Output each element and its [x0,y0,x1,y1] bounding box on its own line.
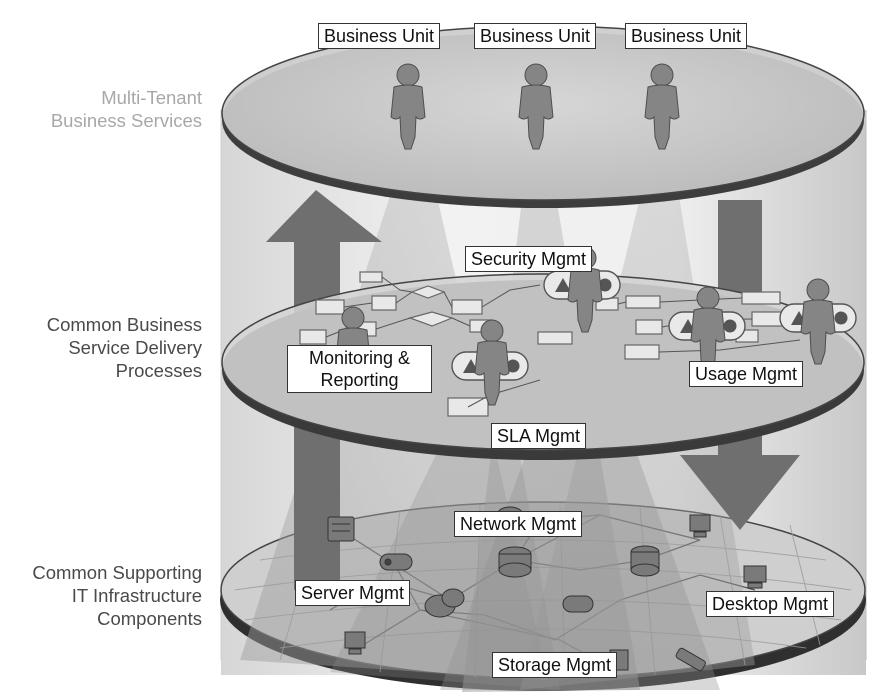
desktop-mgmt-label: Desktop Mgmt [706,591,835,617]
database-icon [630,545,660,577]
desktop-icon [344,631,366,655]
router-icon [562,595,594,613]
network-mgmt-label: Network Mgmt [454,511,583,537]
sla-mgmt-label: SLA Mgmt [491,423,587,449]
security-mgmt-label: Security Mgmt [465,246,593,272]
database-icon [498,546,532,578]
usage-mgmt-label: Usage Mgmt [689,361,804,387]
business-unit-label: Business Unit [625,23,748,49]
business-unit-label: Business Unit [474,23,597,49]
business-unit-label: Business Unit [318,23,441,49]
layer-label-service-delivery: Common Business Service Delivery Process… [46,314,202,381]
desktop-icon [689,514,711,538]
desktop-icon [743,565,767,589]
server-icon [327,516,355,542]
server-mgmt-label: Server Mgmt [295,580,411,606]
phone-icon [675,647,706,672]
layer-label-business-services: Multi-Tenant Business Services [50,87,202,131]
cloud-icon [424,588,465,618]
layer-label-infrastructure: Common Supporting IT Infrastructure Comp… [32,562,202,629]
router-icon [379,553,413,571]
monitoring-reporting-label: Monitoring & Reporting [287,345,432,393]
storage-mgmt-label: Storage Mgmt [492,652,618,678]
